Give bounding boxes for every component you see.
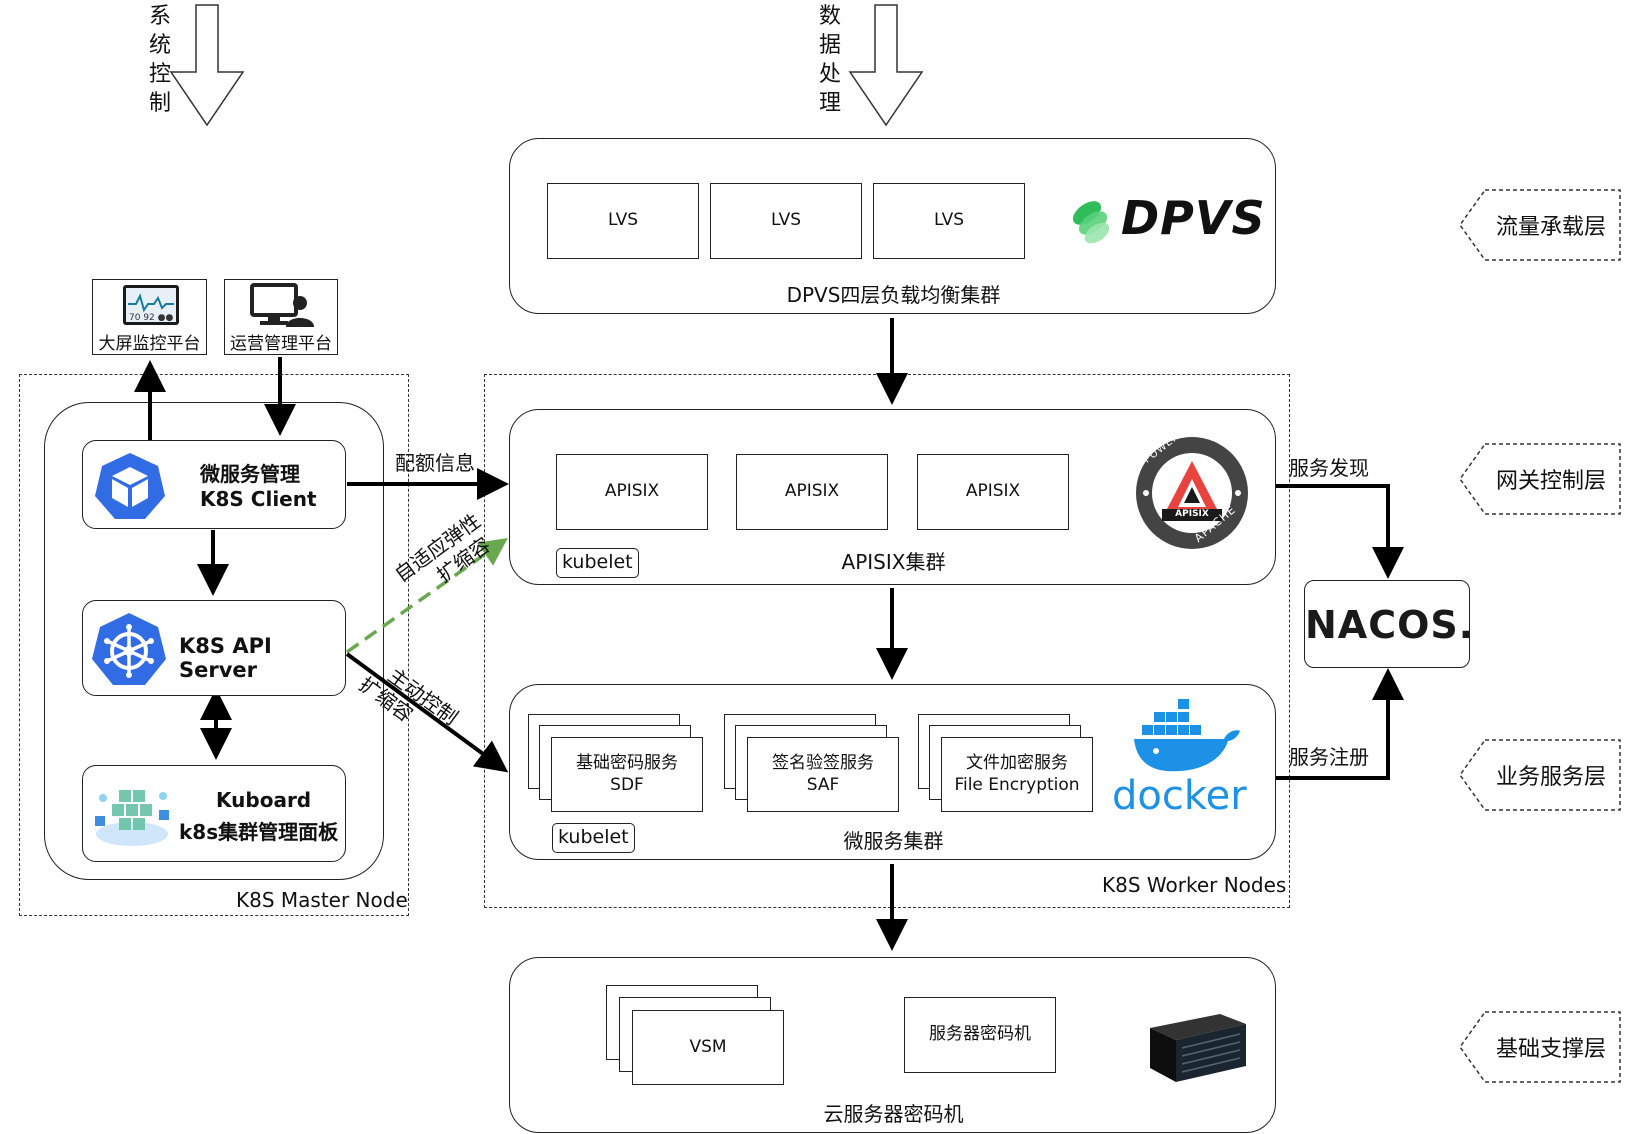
file-encryption-line1: 文件加密服务 bbox=[966, 753, 1068, 774]
client-title-line2: K8S Client bbox=[200, 487, 317, 511]
vsm-stack: VSM bbox=[606, 985, 784, 1085]
server-hsm-box: 服务器密码机 bbox=[904, 997, 1056, 1073]
quota-info-label: 配额信息 bbox=[395, 451, 475, 475]
apisix-badge-icon bbox=[1136, 437, 1248, 549]
docker-logo: docker bbox=[1112, 695, 1252, 820]
layer-business-label: 业务服务层 bbox=[1495, 765, 1606, 790]
sdf-service-box: 基础密码服务 SDF bbox=[551, 737, 703, 812]
cloud-hsm-caption: 云服务器密码机 bbox=[823, 1102, 964, 1126]
lvs-box: LVS bbox=[873, 183, 1025, 259]
cloud-hsm-cluster: VSM 服务器密码机 云服务器密码机 bbox=[509, 957, 1276, 1133]
file-encryption-service-box: 文件加密服务 File Encryption bbox=[941, 737, 1093, 812]
dpvs-logo: DPVS bbox=[1067, 191, 1267, 251]
layer-gateway: 网关控制层 bbox=[1459, 443, 1621, 515]
dpvs-cluster: LVS LVS LVS DPVS DPVS四层负载均衡集群 bbox=[509, 138, 1276, 314]
microservice-k8s-client[interactable]: 微服务管理 K8S Client bbox=[82, 440, 346, 529]
sdf-line2: SDF bbox=[610, 774, 644, 795]
ms-kubelet-tag: kubelet bbox=[552, 823, 635, 853]
monitor-platform[interactable]: 70 92 ●● 大屏监控平台 bbox=[92, 279, 207, 355]
data-processing-label: 数据处理 bbox=[818, 4, 841, 116]
layer-foundation-label: 基础支撑层 bbox=[1495, 1037, 1606, 1062]
saf-line2: SAF bbox=[806, 774, 840, 795]
apisix-box: APISIX bbox=[556, 454, 708, 530]
system-control-arrow bbox=[169, 4, 245, 127]
dpvs-leaf-icon bbox=[1072, 201, 1110, 244]
nacos-registry[interactable]: NACOS. bbox=[1304, 580, 1475, 668]
k8s-cube-icon bbox=[95, 453, 165, 519]
ops-platform-label: 运营管理平台 bbox=[230, 334, 332, 354]
vsm-box: VSM bbox=[632, 1010, 784, 1085]
microservice-cluster-caption: 微服务集群 bbox=[843, 829, 944, 853]
saf-service-box: 签名验签服务 SAF bbox=[747, 737, 899, 812]
k8s-api-server[interactable]: K8S API Server bbox=[82, 600, 346, 696]
apisix-cluster-caption: APISIX集群 bbox=[841, 550, 946, 574]
apisix-cluster: APISIX APISIX APISIX kubelet APISIX集群 PO… bbox=[509, 409, 1276, 585]
kuboard-panel[interactable]: Kuboard k8s集群管理面板 bbox=[82, 765, 346, 862]
active-scaling-arrow bbox=[345, 652, 509, 773]
service-register-arrow bbox=[1276, 668, 1404, 780]
apisix-kubelet-tag: kubelet bbox=[556, 548, 639, 578]
service-register-label: 服务注册 bbox=[1289, 745, 1369, 769]
layer-traffic: 流量承载层 bbox=[1459, 189, 1621, 261]
layer-tag-shape bbox=[1459, 1011, 1621, 1083]
dpvs-cluster-caption: DPVS四层负载均衡集群 bbox=[786, 283, 1001, 307]
sdf-line1: 基础密码服务 bbox=[576, 753, 678, 774]
server-hardware-icon bbox=[1150, 1014, 1246, 1082]
apisix-badge-logo: POWERED BY APISIX APACHE bbox=[1134, 410, 1250, 551]
monitor-platform-label: 大屏监控平台 bbox=[98, 334, 201, 354]
file-encryption-line2: File Encryption bbox=[954, 774, 1080, 795]
kuboard-title-line2: k8s集群管理面板 bbox=[179, 820, 339, 844]
nacos-logo-text: NACOS. bbox=[1305, 603, 1475, 647]
kubernetes-helm-icon bbox=[92, 613, 166, 685]
ops-platform[interactable]: 运营管理平台 bbox=[224, 279, 338, 355]
layer-foundation: 基础支撑层 bbox=[1459, 1011, 1621, 1083]
layer-tag-shape bbox=[1459, 443, 1621, 515]
client-title-line1: 微服务管理 bbox=[200, 462, 300, 486]
docker-whale-icon bbox=[1134, 699, 1240, 772]
saf-line1: 签名验签服务 bbox=[772, 753, 874, 774]
layer-tag-shape bbox=[1459, 189, 1621, 261]
apisix-box: APISIX bbox=[917, 454, 1069, 530]
layer-tag-shape bbox=[1459, 739, 1621, 811]
operator-workstation-icon bbox=[250, 283, 314, 327]
kuboard-title-line1: Kuboard bbox=[216, 788, 312, 812]
k8s-master-node bbox=[19, 374, 409, 916]
docker-logo-text: docker bbox=[1112, 773, 1247, 819]
lvs-box: LVS bbox=[547, 183, 699, 259]
saf-service-stack: 签名验签服务 SAF bbox=[724, 714, 899, 812]
layer-traffic-label: 流量承载层 bbox=[1495, 215, 1606, 240]
api-server-title: K8S API Server bbox=[179, 634, 272, 682]
system-control-label: 系统控制 bbox=[148, 4, 171, 116]
monitor-screen-icon bbox=[123, 285, 179, 325]
k8s-master-node-label: K8S Master Node bbox=[236, 888, 408, 912]
layer-business: 业务服务层 bbox=[1459, 739, 1621, 811]
layer-gateway-label: 网关控制层 bbox=[1495, 469, 1606, 494]
microservice-cluster: 基础密码服务 SDF 签名验签服务 SAF 文件加密服务 File Encryp… bbox=[509, 684, 1276, 860]
kuboard-cluster-icon bbox=[95, 790, 169, 846]
monitor-readout: 70 92 ●● bbox=[129, 313, 174, 323]
file-encryption-service-stack: 文件加密服务 File Encryption bbox=[918, 714, 1093, 812]
dpvs-logo-text: DPVS bbox=[1121, 191, 1266, 245]
service-discovery-label: 服务发现 bbox=[1289, 456, 1369, 480]
data-processing-arrow bbox=[848, 4, 924, 127]
sdf-service-stack: 基础密码服务 SDF bbox=[528, 714, 703, 812]
adaptive-scaling-arrow bbox=[345, 537, 508, 654]
service-discovery-arrow bbox=[1276, 484, 1404, 579]
lvs-box: LVS bbox=[710, 183, 862, 259]
apisix-box: APISIX bbox=[736, 454, 888, 530]
k8s-worker-nodes-label: K8S Worker Nodes bbox=[1102, 873, 1287, 897]
apisix-badge-mid: APISIX bbox=[1175, 509, 1209, 519]
